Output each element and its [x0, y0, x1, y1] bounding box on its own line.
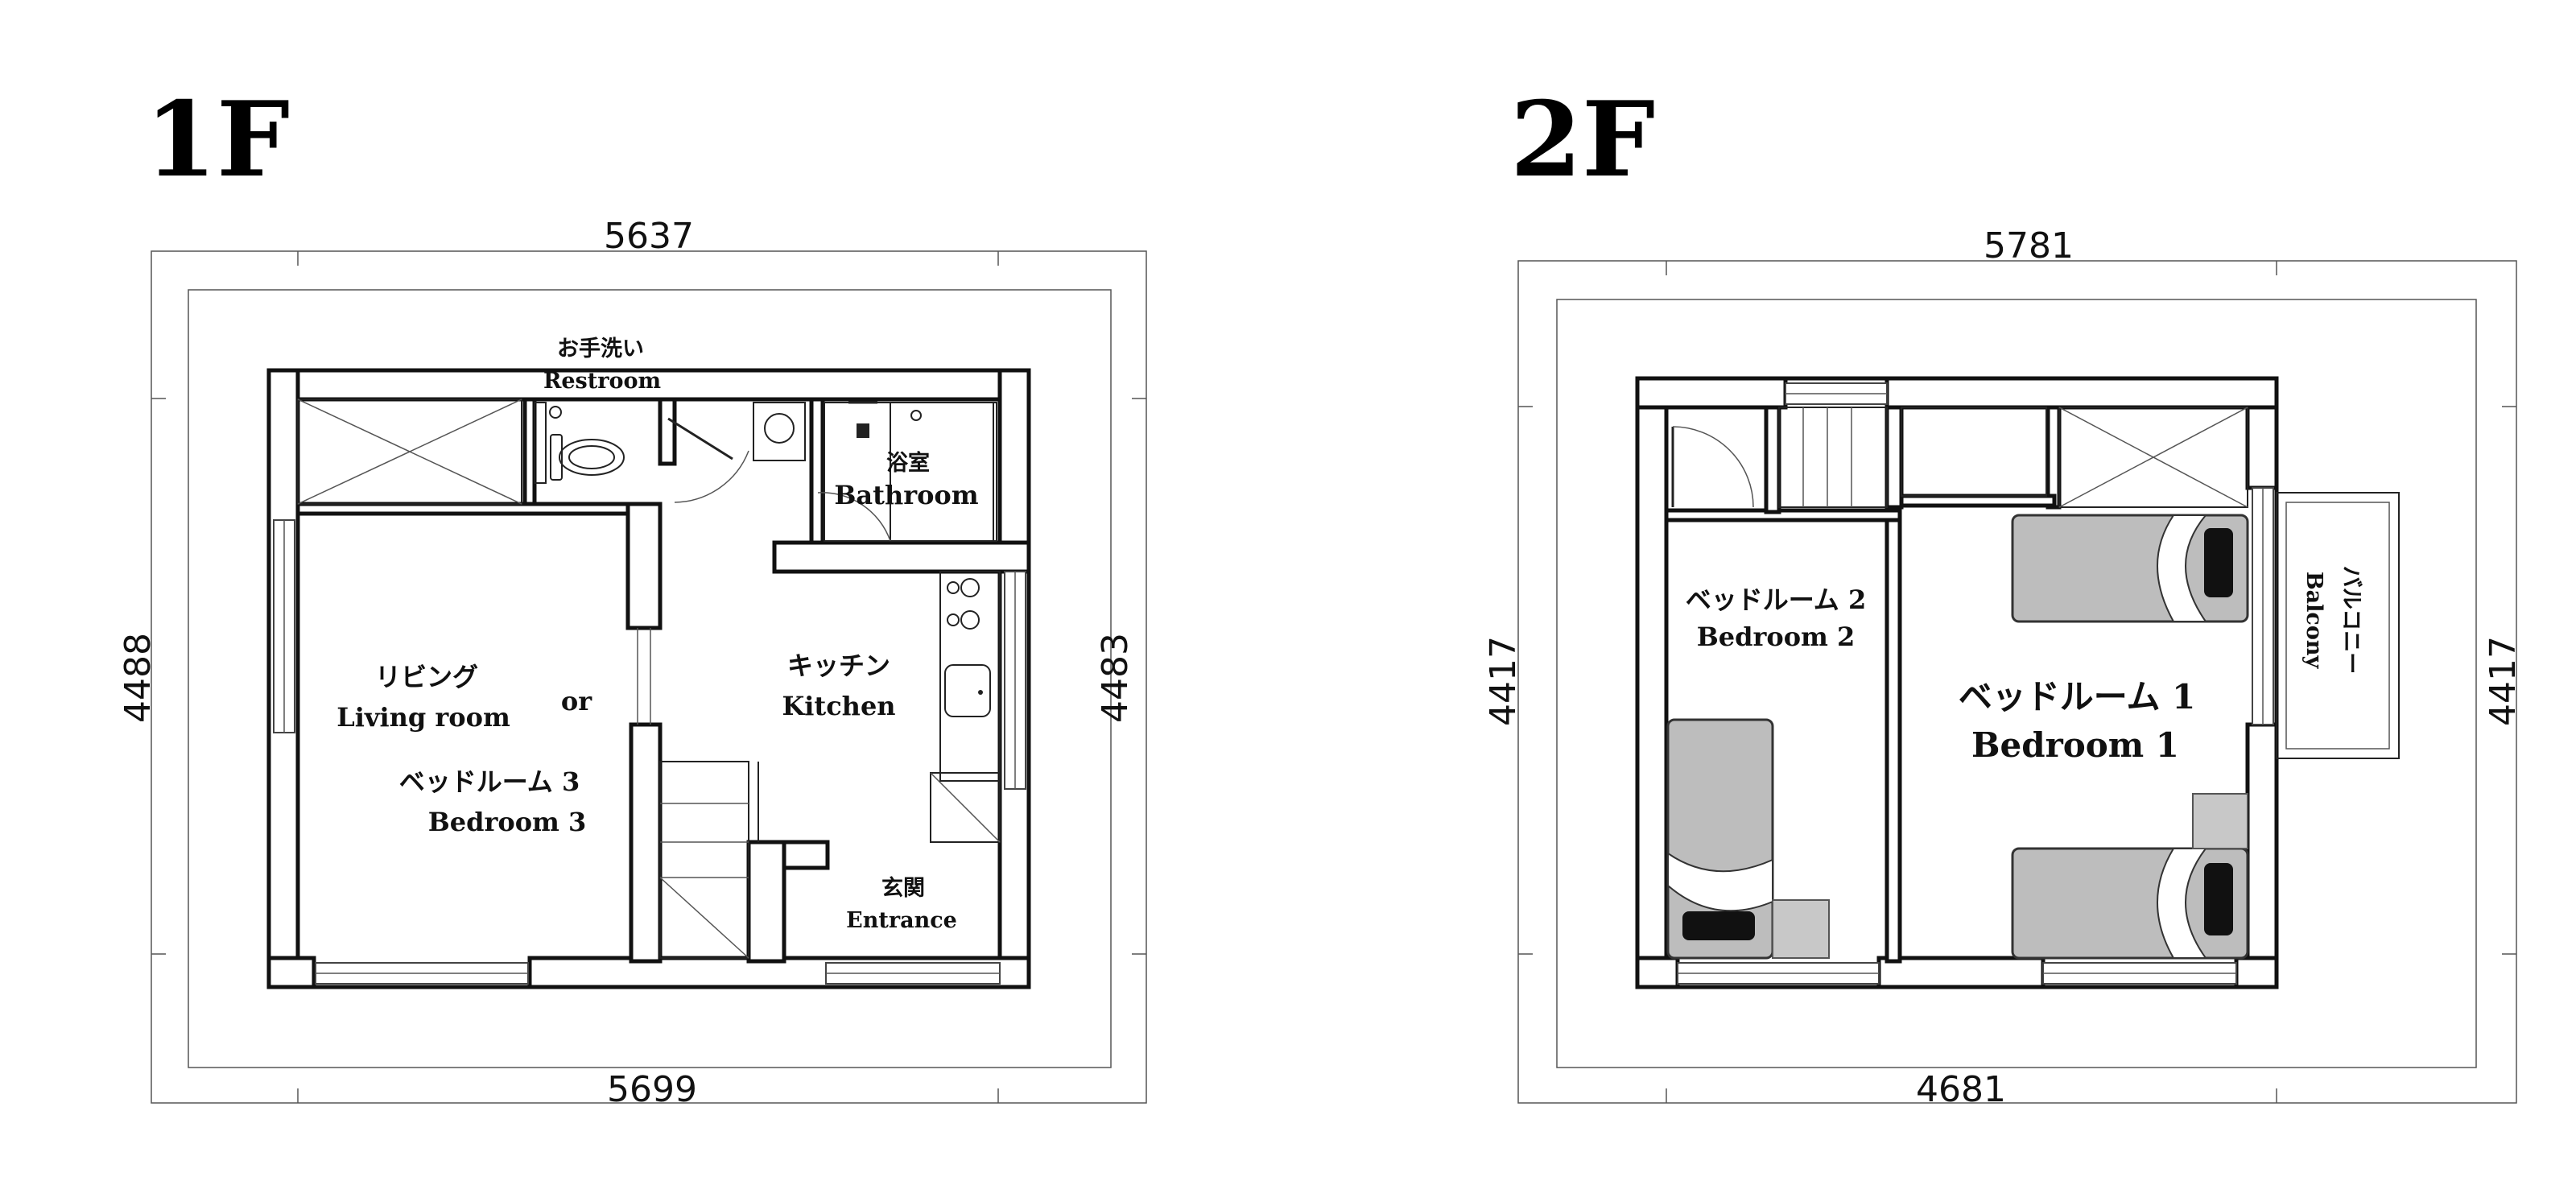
dimension-frame-1f	[151, 250, 1147, 1104]
bed-bedroom1-bottom	[2011, 793, 2249, 960]
windows-1f	[273, 519, 1026, 985]
living-label-jp: リビング	[375, 662, 478, 692]
entrance-label-en: Entrance	[846, 908, 957, 933]
entrance-label-jp: 玄関	[881, 875, 925, 901]
living-label-en: Living room	[336, 702, 510, 733]
stairs-2f	[1778, 407, 1888, 508]
dim-1f-bottom: 5699	[607, 1069, 697, 1110]
bed-bedroom2	[1666, 718, 1830, 960]
floor-2f-title: 2F	[1510, 80, 1655, 200]
dim-2f-top: 5781	[1984, 225, 2074, 266]
bedroom2-label-jp: ベッドルーム 2	[1686, 584, 1866, 615]
or-label: or	[561, 686, 592, 717]
storage-closet-1f	[297, 399, 522, 505]
washbasin-icon	[753, 402, 806, 461]
kitchen-label-jp: キッチン	[787, 650, 890, 681]
walls-1f	[266, 368, 1031, 989]
bedroom3-label-jp: ベッドルーム 3	[399, 766, 580, 797]
bed-bedroom1-top	[2011, 514, 2249, 623]
restroom-label-en: Restroom	[543, 369, 661, 394]
balcony	[2276, 492, 2400, 759]
bedroom1-label-jp: ベッドルーム 1	[1959, 677, 2196, 717]
door-2f	[1671, 426, 1754, 508]
dim-1f-left: 4488	[118, 633, 159, 723]
dim-2f-left: 4417	[1483, 636, 1524, 726]
bedroom3-label-en: Bedroom 3	[428, 807, 587, 837]
dimension-frame-2f	[1517, 260, 2517, 1104]
balcony-label-jp: バルコニー	[2339, 566, 2363, 674]
bathroom-label-jp: 浴室	[886, 450, 930, 476]
dim-2f-bottom: 4681	[1916, 1069, 2006, 1110]
floor-1f: 1F 5637 5699 4488 4483	[118, 80, 1147, 1110]
dim-1f-top: 5637	[604, 216, 694, 257]
windows-2f	[1677, 382, 2274, 985]
toilet-icon	[534, 402, 625, 484]
restroom-door	[667, 417, 749, 503]
kitchen-counter	[930, 571, 1001, 843]
bedroom1-label-en: Bedroom 1	[1971, 725, 2179, 765]
floor-1f-title: 1F	[145, 80, 290, 200]
dim-2f-right: 4417	[2483, 636, 2524, 726]
kitchen-label-en: Kitchen	[782, 691, 895, 721]
stairs-1f	[659, 761, 759, 959]
restroom-label-jp: お手洗い	[557, 337, 644, 361]
floor-2f: 2F 5781 4681 4417 4417	[1483, 80, 2524, 1110]
bedroom2-label-en: Bedroom 2	[1697, 622, 1856, 652]
dim-1f-right: 4483	[1095, 633, 1136, 723]
bathroom-label-en: Bathroom	[834, 480, 978, 510]
bathtub-icon	[817, 401, 997, 542]
balcony-label-en: Balcony	[2301, 572, 2326, 670]
closet-2f	[1901, 407, 2248, 508]
